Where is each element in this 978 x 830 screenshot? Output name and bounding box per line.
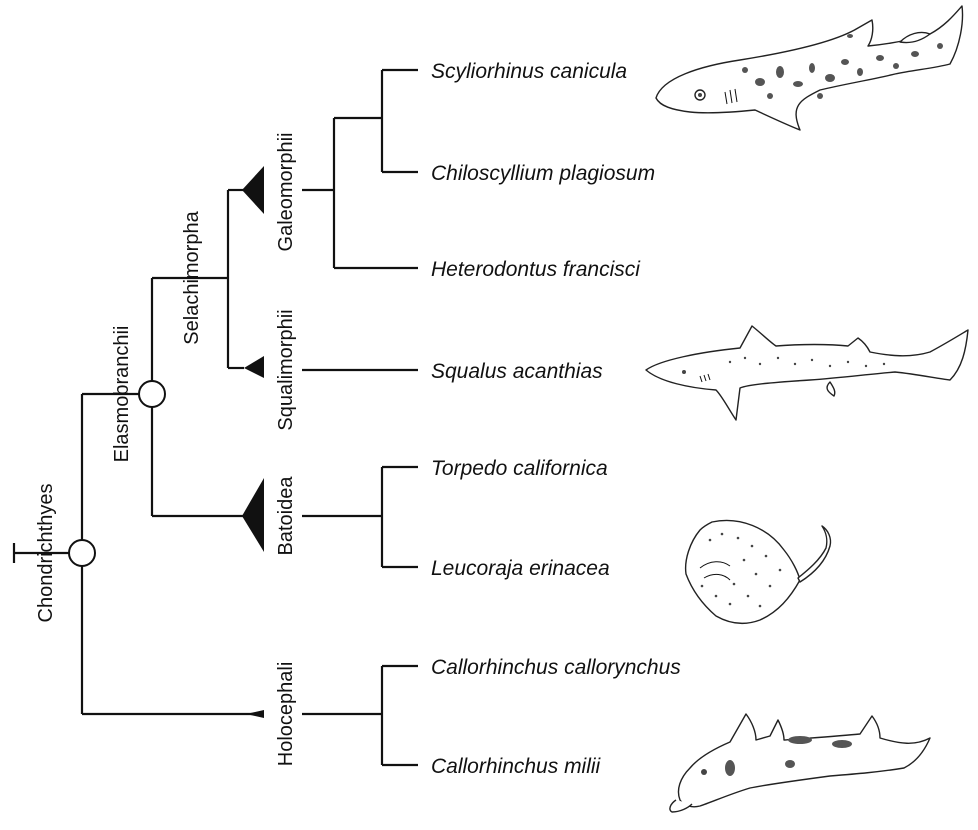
tree-branches bbox=[12, 68, 418, 767]
holocephali-label: Holocephali bbox=[275, 662, 297, 767]
squalimorphii-label: Squalimorphii bbox=[275, 309, 297, 430]
galeomorphii-label: Galeomorphii bbox=[275, 133, 297, 252]
galeomorphii-triangle bbox=[242, 166, 264, 214]
batoidea-triangle bbox=[242, 478, 264, 552]
species-label: Heterodontus francisci bbox=[431, 258, 641, 281]
elasmobranchii-label: Elasmobranchii bbox=[111, 326, 133, 463]
species-label: Callorhinchus milii bbox=[431, 755, 602, 778]
squalimorphii-triangle bbox=[244, 356, 264, 378]
clade-triangles bbox=[242, 166, 264, 718]
dogfish-illustration bbox=[645, 325, 969, 421]
skate-illustration bbox=[684, 519, 832, 625]
holocephali-triangle bbox=[246, 710, 264, 718]
species-label: Chiloscyllium plagiosum bbox=[431, 162, 655, 185]
elasmobranchii-node bbox=[138, 380, 166, 408]
batoidea-label: Batoidea bbox=[275, 476, 297, 556]
species-label: Squalus acanthias bbox=[431, 360, 603, 383]
species-label: Leucoraja erinacea bbox=[431, 557, 610, 580]
chimaera-illustration bbox=[669, 713, 931, 813]
chondrichthyes-node bbox=[68, 539, 96, 567]
species-label: Callorhinchus callorynchus bbox=[431, 656, 681, 679]
catshark-illustration bbox=[655, 5, 964, 131]
chondrichthyes-label: Chondrichthyes bbox=[35, 484, 57, 623]
selachimorpha-label: Selachimorpha bbox=[181, 210, 203, 344]
species-labels: Scyliorhinus canicula Chiloscyllium plag… bbox=[431, 60, 681, 778]
species-label: Torpedo californica bbox=[431, 457, 608, 480]
species-label: Scyliorhinus canicula bbox=[431, 60, 627, 83]
